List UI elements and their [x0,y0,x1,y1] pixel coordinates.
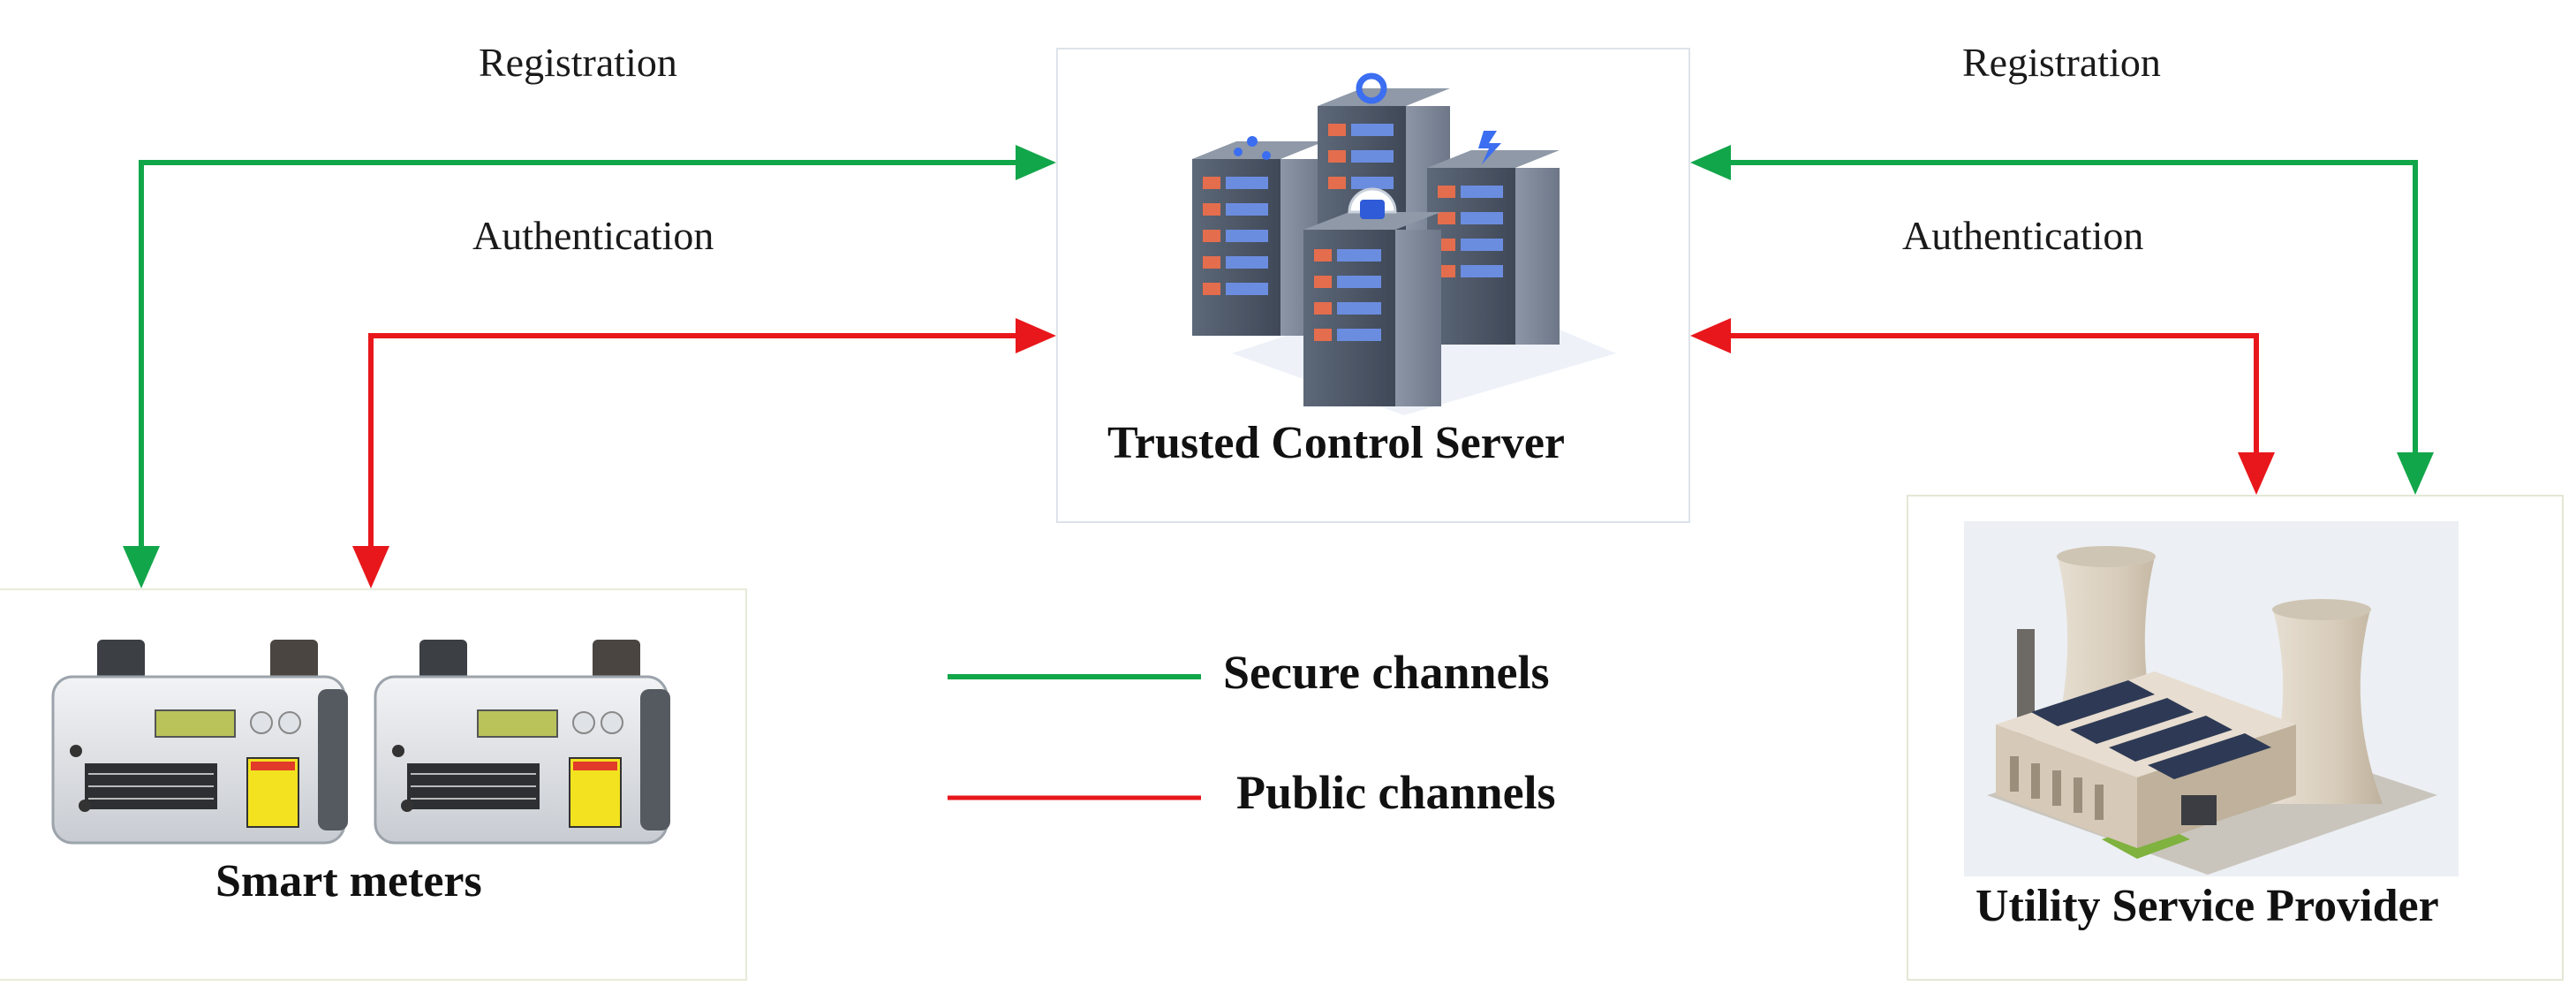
legend-secure-label: Secure channels [1223,646,1550,699]
arrowhead-left-authentication-server [1016,318,1056,353]
arrowhead-right-authentication-server [1690,318,1731,353]
arrow-right-registration [1726,160,2418,463]
edge-label-right-registration: Registration [1962,40,2161,85]
arrow-left-authentication [368,333,1021,557]
arrowhead-left-authentication-meters [352,546,389,588]
smart-meters-icon [51,640,670,845]
power-plant-icon [1964,521,2459,876]
edge-label-left-registration: Registration [479,40,677,85]
edge-label-left-authentication: Authentication [472,213,714,258]
legend-public-label: Public channels [1236,766,1556,819]
arrowhead-right-registration-utility [2397,452,2434,495]
utility-label: Utility Service Provider [1975,881,2439,931]
server-label: Trusted Control Server [1107,418,1565,468]
server-rack-icon [1192,72,1616,415]
arrowhead-right-authentication-utility [2238,452,2275,495]
arrowhead-right-registration-server [1690,145,1731,180]
arrow-right-authentication [1726,333,2259,463]
arrowhead-left-registration-server [1016,145,1056,180]
arrow-left-registration [139,160,1021,557]
edge-label-right-authentication: Authentication [1902,213,2144,258]
meters-label: Smart meters [215,856,482,906]
arrowhead-left-registration-meters [123,546,160,588]
